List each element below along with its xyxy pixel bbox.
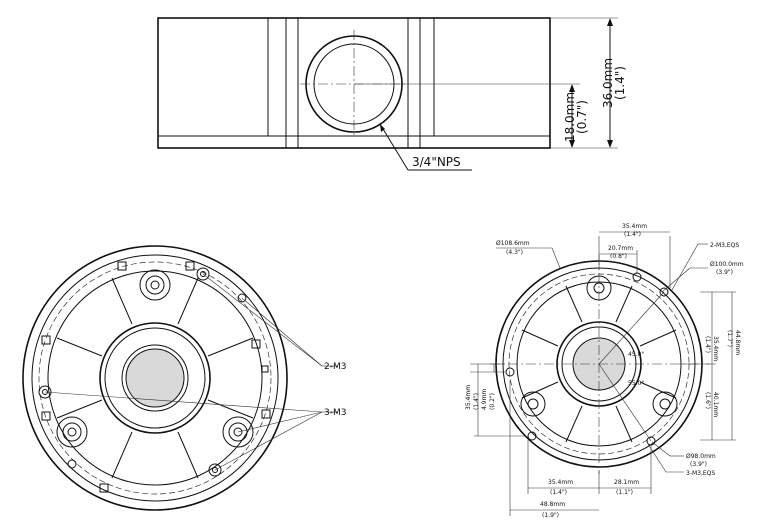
angle-55-label: 55.0° — [628, 380, 644, 387]
bottom-view: 2-M3 3-M3 — [22, 245, 346, 511]
top-view: Ø108.6mm (4.3") 35.4mm (1.4") 20.7mm (0.… — [465, 223, 744, 519]
side-view: 36.0mm (1.4") 18.0mm (0.7") 3/4"NPS — [157, 17, 627, 171]
dia-98-in-label: (3.9") — [690, 461, 707, 468]
dim-35-4-bottom-in-label: (1.4") — [550, 489, 567, 496]
dia-outer-in-label: (4.3") — [506, 249, 523, 256]
port-leader — [379, 123, 409, 171]
m3-3-eqs-label: 3-M3,EQS — [686, 470, 715, 477]
dim-4-9-label: 4.9mm — [481, 389, 488, 410]
dia-outer-label: Ø108.6mm — [496, 240, 530, 247]
dia-100-in-label: (3.9") — [716, 269, 733, 276]
dia-98-label: Ø98.0mm — [686, 453, 716, 460]
dim-20-7-in-label: (0.8") — [610, 253, 627, 260]
dim-44-8-in-label: (1.7") — [726, 330, 733, 347]
dia-100-label: Ø100.0mm — [710, 261, 744, 268]
dim-35-4-left-in-label: (1.4") — [473, 393, 480, 410]
angle-45-label: 45.0° — [628, 351, 644, 358]
dim-40-1-label: 40.1mm — [712, 392, 719, 417]
dim-35-4-left-label: 35.4mm — [465, 385, 472, 410]
m3-2-eqs-label: 2-M3,EQS — [710, 242, 739, 249]
offset-in-label: (0.7") — [575, 100, 589, 134]
height-in-label: (1.4") — [613, 66, 627, 100]
dim-35-4-right-in-label: (1.4") — [704, 336, 711, 353]
m3-3-label: 3-M3 — [324, 408, 346, 418]
dim-35-4-top-label: 35.4mm — [622, 223, 647, 230]
dim-28-1-label: 28.1mm — [614, 479, 639, 486]
height-mm-label: 36.0mm — [601, 58, 615, 108]
dim-40-1-in-label: (1.6") — [704, 392, 711, 409]
m3-2-label: 2-M3 — [324, 362, 346, 372]
dim-20-7-label: 20.7mm — [608, 245, 633, 252]
offset-mm-label: 18.0mm — [563, 92, 577, 142]
dim-4-9-in-label: (0.2") — [489, 393, 496, 410]
dim-35-4-top-in-label: (1.4") — [624, 231, 641, 238]
dim-48-8-in-label: (1.9") — [542, 512, 559, 519]
port-label: 3/4"NPS — [412, 155, 461, 169]
dim-44-8-label: 44.8mm — [734, 330, 741, 355]
dim-28-1-in-label: (1.1") — [616, 489, 633, 496]
dim-48-8-label: 48.8mm — [540, 501, 565, 508]
dim-35-4-bottom-label: 35.4mm — [548, 479, 573, 486]
dim-35-4-right-label: 35.4mm — [712, 336, 719, 361]
